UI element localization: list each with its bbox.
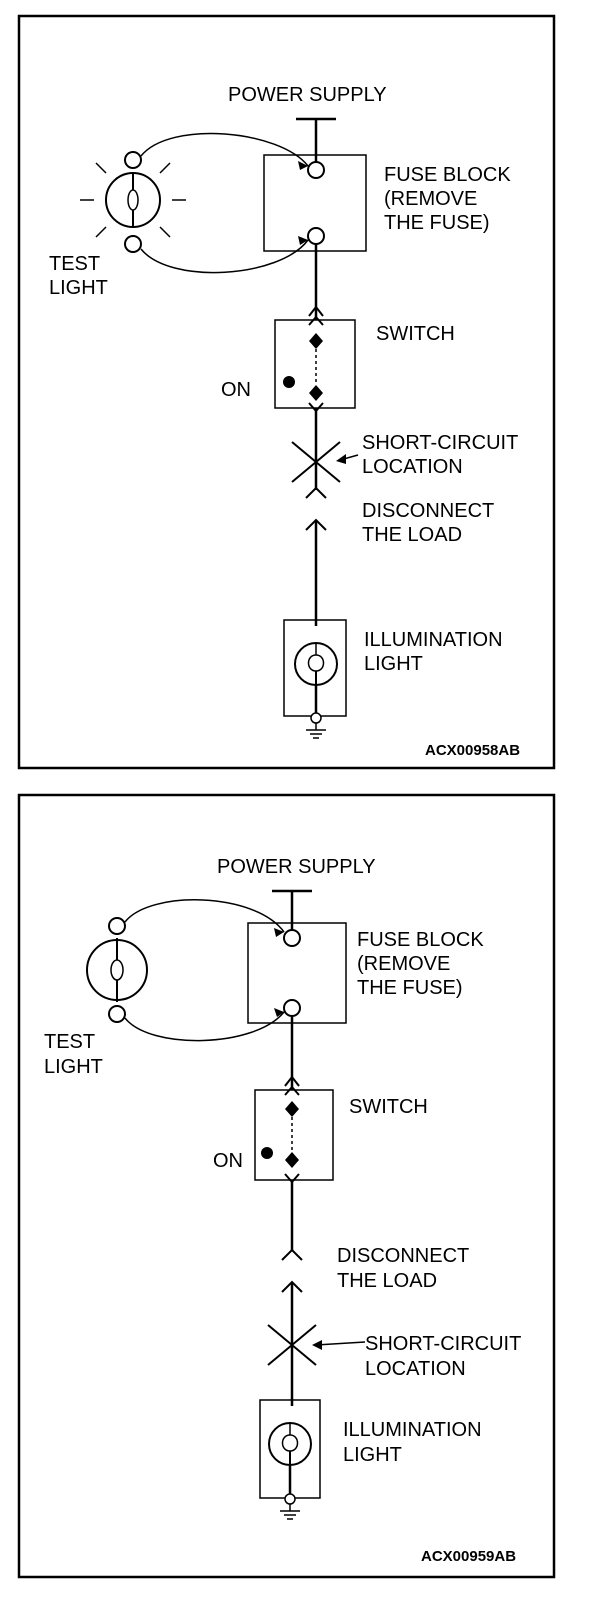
short-circuit-label-line2: LOCATION — [362, 456, 463, 478]
illumination-light-label: ILLUMINATION — [364, 629, 503, 651]
test-light-label: TEST — [49, 253, 100, 275]
disconnect-label: DISCONNECT — [337, 1245, 469, 1267]
short-circuit-label: SHORT-CIRCUIT — [362, 432, 518, 454]
disconnect-label-line2: THE LOAD — [337, 1270, 437, 1292]
diagram-frame — [17, 793, 556, 1579]
illumination-light-label: ILLUMINATION — [343, 1419, 482, 1441]
test-light-glow-rays — [80, 162, 186, 238]
fuse-block-label-line2: (REMOVE — [384, 188, 477, 210]
switch-on-indicator — [261, 1147, 273, 1159]
illumination-light-label-line2: LIGHT — [343, 1444, 402, 1466]
test-light-label-line2: LIGHT — [49, 277, 108, 299]
illumination-light-label-line2: LIGHT — [364, 653, 423, 675]
circuit-diagram-1-svg: POWER SUPPLY FUSE BLOCK (REMOVE THE FUSE… — [17, 14, 556, 770]
switch-contact-moving — [285, 1152, 299, 1168]
connector-chevron — [308, 305, 324, 317]
ground-icon — [280, 1504, 300, 1520]
switch-contact-fixed — [285, 1101, 299, 1117]
circuit-diagram-2: POWER SUPPLY FUSE BLOCK (REMOVE THE FUSE… — [0, 780, 608, 1598]
fuse-block — [247, 922, 347, 1024]
diagram-frame — [17, 14, 556, 770]
switch-contact-moving — [309, 385, 323, 401]
disconnect-upper-end — [281, 1248, 303, 1261]
test-light — [86, 899, 285, 1042]
switch-on-indicator — [283, 376, 295, 388]
switch-contact-fixed — [309, 333, 323, 349]
switch-label: SWITCH — [376, 323, 455, 345]
switch-on-label: ON — [213, 1150, 243, 1172]
short-circuit-label-line2: LOCATION — [365, 1358, 466, 1380]
short-circuit-leader — [315, 1341, 366, 1346]
disconnect-label: DISCONNECT — [362, 500, 494, 522]
fuse-block-label-line3: THE FUSE) — [357, 977, 463, 999]
test-light — [105, 132, 309, 274]
switch-label: SWITCH — [349, 1096, 428, 1118]
disconnect-upper-end — [305, 486, 327, 499]
fuse-terminal-top — [307, 161, 325, 179]
disconnect-label-line2: THE LOAD — [362, 524, 462, 546]
fuse-terminal-top — [283, 929, 301, 947]
short-circuit-arrow — [336, 454, 346, 464]
test-light-label-line2: LIGHT — [44, 1056, 103, 1078]
test-light-label: TEST — [44, 1031, 95, 1053]
illumination-light-bulb-icon — [268, 1422, 312, 1466]
fuse-block-label: FUSE BLOCK — [384, 164, 511, 186]
ground-terminal — [310, 712, 322, 724]
switch-on-label: ON — [221, 379, 251, 401]
short-circuit-mark-2 — [267, 1324, 317, 1366]
ground-terminal — [284, 1493, 296, 1505]
power-supply-label: POWER SUPPLY — [217, 856, 376, 878]
circuit-diagram-2-svg: POWER SUPPLY FUSE BLOCK (REMOVE THE FUSE… — [17, 793, 556, 1579]
fuse-terminal-bottom — [307, 227, 325, 245]
short-circuit-mark-2 — [291, 441, 341, 483]
fuse-block-label-line2: (REMOVE — [357, 953, 450, 975]
short-circuit-arrow — [312, 1340, 322, 1350]
fuse-terminal-bottom — [283, 999, 301, 1017]
switch-chevron-top — [308, 315, 324, 326]
illumination-light-bulb-icon — [294, 642, 338, 686]
switch-chevron-top — [284, 1085, 300, 1096]
connector-chevron — [284, 1075, 300, 1087]
fuse-block-label: FUSE BLOCK — [357, 929, 484, 951]
figure-code: ACX00959AB — [421, 1548, 516, 1565]
power-supply-label: POWER SUPPLY — [228, 84, 387, 106]
short-circuit-label: SHORT-CIRCUIT — [365, 1333, 521, 1355]
fuse-block-label-line3: THE FUSE) — [384, 212, 490, 234]
figure-code: ACX00958AB — [425, 742, 520, 759]
ground-icon — [306, 723, 326, 739]
circuit-diagram-1: POWER SUPPLY FUSE BLOCK (REMOVE THE FUSE… — [0, 0, 608, 780]
